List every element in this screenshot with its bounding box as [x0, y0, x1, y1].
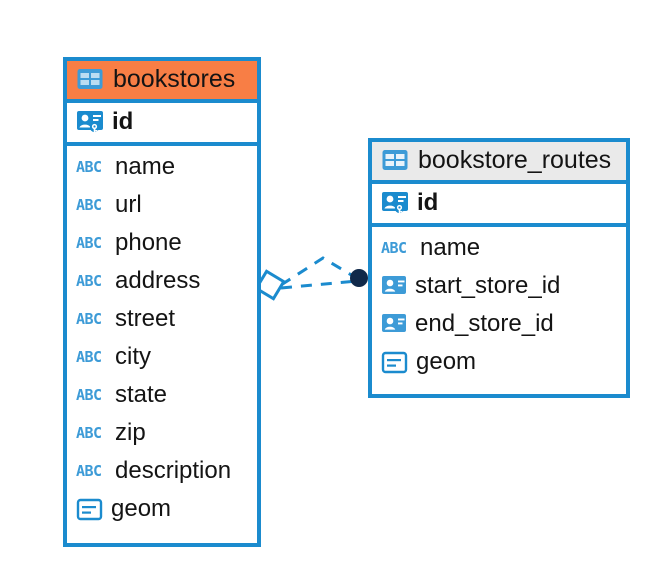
entity-header-bookstore-routes[interactable]: bookstore_routes	[372, 142, 626, 184]
foreign-key-icon	[381, 273, 407, 299]
geometry-icon	[381, 349, 408, 376]
abc-icon: ABC	[76, 157, 102, 176]
field-row[interactable]: ABC description	[67, 452, 257, 490]
filled-circle-marker-icon	[350, 269, 368, 287]
abc-icon: ABC	[76, 347, 102, 366]
primary-key-row-bookstores[interactable]: id	[67, 103, 257, 146]
field-row[interactable]: ABC name	[67, 148, 257, 186]
geometry-icon	[76, 496, 103, 523]
field-row[interactable]: geom	[67, 490, 257, 528]
field-row[interactable]: ABC zip	[67, 414, 257, 452]
field-label: end_store_id	[415, 310, 554, 337]
primary-key-icon	[381, 189, 409, 217]
field-row[interactable]: ABC phone	[67, 224, 257, 262]
field-list-bookstores: ABC name ABC url ABC phone ABC address A…	[67, 146, 257, 532]
field-row[interactable]: ABC city	[67, 338, 257, 376]
abc-icon: ABC	[76, 271, 102, 290]
field-row[interactable]: ABC name	[372, 229, 626, 267]
field-label: geom	[111, 495, 172, 522]
table-icon	[381, 146, 409, 174]
field-label: geom	[416, 348, 477, 375]
primary-key-label: id	[417, 189, 439, 216]
abc-icon: ABC	[381, 238, 407, 257]
entity-bookstores[interactable]: bookstores id	[63, 57, 261, 547]
primary-key-label: id	[112, 108, 134, 135]
field-row[interactable]: geom	[372, 343, 626, 381]
abc-icon: ABC	[76, 195, 102, 214]
abc-icon: ABC	[76, 423, 102, 442]
entity-bookstore-routes[interactable]: bookstore_routes id	[368, 138, 630, 398]
abc-icon: ABC	[76, 385, 102, 404]
field-label: name	[420, 234, 481, 261]
abc-icon: ABC	[76, 461, 102, 480]
field-label: state	[115, 381, 168, 408]
field-label: start_store_id	[415, 272, 561, 299]
field-row[interactable]: ABC url	[67, 186, 257, 224]
relationship-line-end-store	[280, 279, 358, 290]
field-label: street	[115, 305, 176, 332]
primary-key-row-bookstore-routes[interactable]: id	[372, 184, 626, 227]
entity-title: bookstore_routes	[418, 145, 612, 174]
field-label: description	[115, 457, 232, 484]
primary-key-icon	[76, 108, 104, 136]
field-label: address	[115, 267, 201, 294]
foreign-key-icon	[381, 311, 407, 337]
entity-header-bookstores[interactable]: bookstores	[67, 61, 257, 103]
field-label: city	[115, 343, 151, 370]
abc-icon: ABC	[76, 233, 102, 252]
abc-icon: ABC	[76, 309, 102, 328]
field-list-bookstore-routes: ABC name start_store_id	[372, 227, 626, 385]
field-label: zip	[115, 419, 146, 446]
field-row[interactable]: end_store_id	[372, 305, 626, 343]
field-label: url	[115, 191, 142, 218]
field-row[interactable]: ABC address	[67, 262, 257, 300]
field-row[interactable]: start_store_id	[372, 267, 626, 305]
field-label: phone	[115, 229, 182, 256]
field-row[interactable]: ABC street	[67, 300, 257, 338]
relationship-line-start-store	[280, 256, 359, 287]
field-label: name	[115, 153, 176, 180]
entity-title: bookstores	[113, 64, 236, 93]
table-icon	[76, 65, 104, 93]
field-row[interactable]: ABC state	[67, 376, 257, 414]
